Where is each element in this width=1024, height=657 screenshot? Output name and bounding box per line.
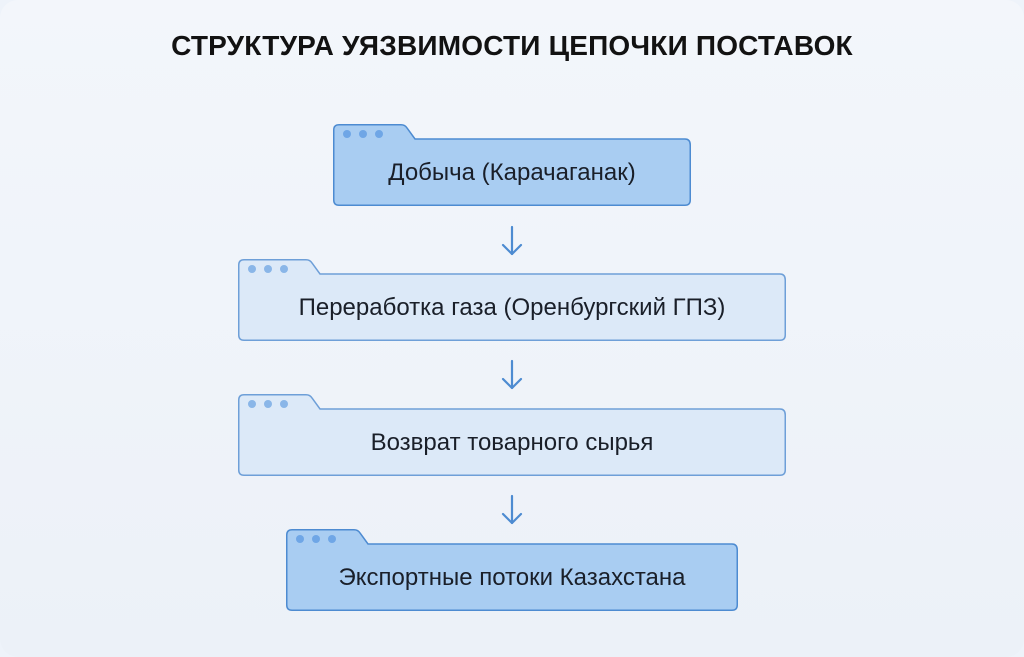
flow-step-return-feedstock: Возврат товарного сырья [238,394,786,476]
window-dot-icon [359,130,367,138]
window-dot-icon [296,535,304,543]
window-dot-icon [343,130,351,138]
flow-step-export-flows: Экспортные потоки Казахстана [286,529,738,611]
folder-outline [238,259,786,341]
window-dot-icon [264,400,272,408]
folder-shape [333,124,691,206]
window-dot-icon [264,265,272,273]
window-dot-icon [248,265,256,273]
folder-shape [286,529,738,611]
folder-shape [238,394,786,476]
flow-step-label: Экспортные потоки Казахстана [338,564,686,591]
flow-step-label: Добыча (Карачаганак) [388,159,636,186]
window-dot-icon [280,400,288,408]
folder-outline [333,124,691,206]
arrow-down-icon [501,494,523,525]
diagram-title: СТРУКТУРА УЯЗВИМОСТИ ЦЕПОЧКИ ПОСТАВОК [171,30,853,61]
flow-step-gas-processing: Переработка газа (Оренбургский ГПЗ) [238,259,786,341]
window-dot-icon [375,130,383,138]
window-dot-icon [280,265,288,273]
folder-outline [286,529,738,611]
folder-outline [238,394,786,476]
flow-step-extraction: Добыча (Карачаганак) [333,124,691,206]
window-dot-icon [328,535,336,543]
window-dot-icon [248,400,256,408]
flow-step-label: Возврат товарного сырья [370,429,654,456]
flow-step-label: Переработка газа (Оренбургский ГПЗ) [298,294,726,321]
arrow-down-icon [501,225,523,256]
arrow-down-icon [501,359,523,390]
folder-shape [238,259,786,341]
window-dot-icon [312,535,320,543]
